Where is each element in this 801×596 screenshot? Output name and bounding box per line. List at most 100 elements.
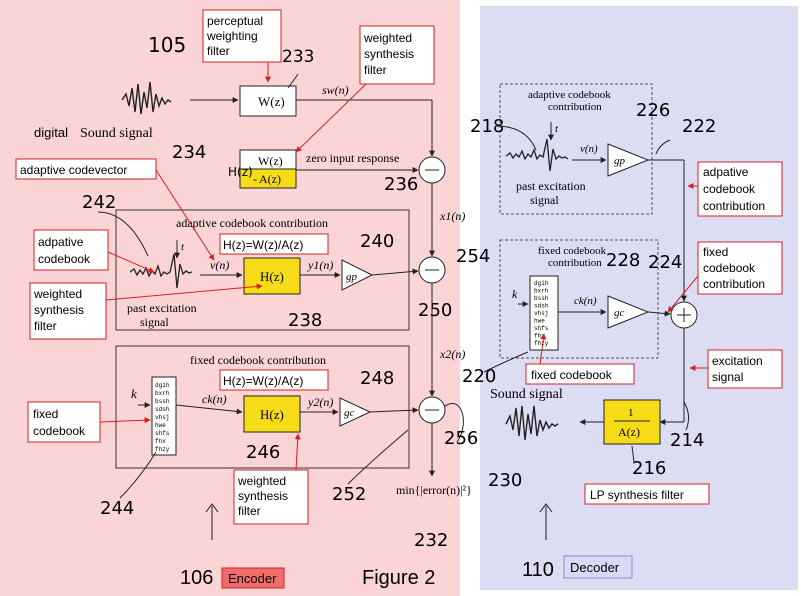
callout-adaptive-codevector: adaptive codevector	[15, 158, 215, 261]
dec-adaptive-box	[499, 83, 653, 215]
svg-text:x2(n): x2(n)	[439, 347, 465, 361]
svg-text:H(z)=W(z)/A(z): H(z)=W(z)/A(z)	[223, 238, 303, 252]
svg-text:gp: gp	[346, 271, 358, 283]
encoder-tag	[221, 567, 285, 589]
codebook-entry: shfs	[534, 325, 549, 332]
codebook-entry: hwe	[155, 422, 166, 429]
dec-past-excitation-waveform	[505, 138, 569, 172]
svg-text:fixed: fixed	[33, 407, 58, 421]
gp-amp-1	[341, 259, 374, 291]
codebook-entry: bssh	[155, 398, 170, 405]
codebook-entry: bxrh	[534, 288, 549, 295]
svg-text:232: 232	[414, 530, 448, 551]
callout-dec-fixed-codebook: fixed codebook	[525, 333, 635, 385]
svg-text:252: 252	[332, 484, 366, 505]
callout-weighted-left: weighted synthesis filter	[29, 282, 263, 340]
svg-text:250: 250	[418, 300, 452, 321]
svg-text:signal: signal	[712, 370, 743, 384]
svg-text:signal: signal	[530, 193, 559, 207]
encoder-ref: 106	[180, 567, 213, 589]
hz-block-2	[243, 395, 301, 433]
svg-text:weighted: weighted	[237, 474, 286, 488]
svg-text:adpative: adpative	[703, 165, 749, 179]
codebook-entry: bssh	[534, 295, 549, 302]
svg-text:236: 236	[384, 174, 418, 195]
decoder-ref: 110	[522, 559, 554, 581]
svg-text:-: -	[253, 172, 257, 186]
svg-text:fixed codebook: fixed codebook	[531, 368, 613, 382]
svg-text:238: 238	[288, 310, 322, 331]
svg-text:contribution: contribution	[703, 199, 765, 213]
enc-fixed-box	[115, 345, 410, 469]
svg-text:k: k	[131, 386, 137, 401]
svg-text:Sound signal: Sound signal	[490, 387, 563, 402]
svg-text:H(z): H(z)	[260, 407, 284, 422]
codebook-entry: fhzy	[534, 340, 549, 347]
callout-perceptual: perceptual weighting filter	[202, 9, 282, 83]
svg-text:contribution: contribution	[548, 257, 602, 269]
svg-text:A(z): A(z)	[259, 172, 281, 186]
svg-text:t: t	[555, 123, 559, 135]
codebook-entry: fhx	[534, 333, 545, 340]
gc-amp-1	[339, 397, 372, 427]
figure-label: Figure 2	[362, 567, 435, 589]
svg-text:W(z): W(z)	[258, 154, 283, 168]
codebook-entry: fhx	[155, 438, 166, 445]
zir-ref: 234	[172, 142, 206, 163]
svg-text:Decoder: Decoder	[570, 560, 620, 575]
svg-text:adpative: adpative	[38, 235, 84, 249]
input-label-sound: Sound signal	[80, 126, 153, 141]
svg-text:256: 256	[444, 428, 478, 449]
svg-text:filter: filter	[34, 319, 57, 333]
svg-text:k: k	[512, 287, 518, 301]
svg-text:contribution: contribution	[548, 101, 602, 113]
svg-text:filter: filter	[364, 63, 387, 77]
svg-text:perceptual: perceptual	[207, 14, 263, 28]
svg-text:weighting: weighting	[206, 29, 258, 43]
hz-block-1	[243, 257, 301, 295]
svg-text:H(z): H(z)	[228, 165, 253, 179]
svg-text:H(z)=W(z)/A(z): H(z)=W(z)/A(z)	[223, 374, 303, 388]
decoder-tag	[563, 555, 633, 579]
svg-text:222: 222	[682, 116, 716, 137]
input-waveform	[121, 81, 172, 115]
svg-text:216: 216	[632, 458, 666, 479]
svg-text:218: 218	[470, 116, 504, 137]
svg-text:fixed codebook contribution: fixed codebook contribution	[190, 353, 326, 367]
callout-dec-lp: LP synthesis filter	[584, 483, 710, 505]
wz-ref: 233	[282, 47, 314, 67]
codebook-entry: vhsj	[155, 414, 169, 421]
svg-text:adaptive codevector: adaptive codevector	[20, 163, 127, 177]
codebook-entry: fhzy	[155, 446, 170, 453]
svg-text:sw(n): sw(n)	[322, 83, 349, 97]
svg-text:filter: filter	[238, 504, 261, 518]
callout-adaptive-codebook: adpative codebook	[33, 229, 155, 273]
output-waveform	[505, 405, 559, 441]
codebook-entry: vhsj	[534, 310, 548, 317]
svg-text:weighted: weighted	[363, 31, 412, 45]
svg-text:zero input response: zero input response	[306, 151, 399, 165]
svg-text:adaptive codebook: adaptive codebook	[528, 89, 611, 101]
svg-text:LP synthesis filter: LP synthesis filter	[590, 488, 684, 502]
svg-text:ck(n): ck(n)	[202, 392, 227, 406]
codebook-entry: dgih	[534, 280, 549, 287]
codebook-entry: shfs	[155, 430, 170, 437]
callout-weighted-bottom: weighted synthesis filter	[233, 433, 309, 525]
codebook-entry: dgih	[155, 382, 170, 389]
callout-fixed-codebook: fixed codebook	[27, 401, 151, 443]
callout-dec-adaptive: adpative codebook contribution	[687, 161, 783, 217]
callout-weighted-top: weighted synthesis filter	[295, 25, 435, 153]
svg-text:synthesis: synthesis	[238, 489, 288, 503]
svg-text:synthesis: synthesis	[364, 47, 414, 61]
svg-text:codebook: codebook	[703, 261, 756, 275]
input-ref: 105	[148, 33, 186, 57]
enc-fixed-codebook	[151, 376, 177, 456]
svg-text:signal: signal	[140, 315, 169, 329]
svg-text:weighted: weighted	[33, 287, 82, 301]
codebook-entry: sdsh	[155, 406, 170, 413]
svg-text:contribution: contribution	[703, 277, 765, 291]
svg-text:226: 226	[636, 100, 670, 121]
svg-text:y2(n): y2(n)	[307, 395, 333, 409]
svg-text:254: 254	[456, 246, 490, 267]
